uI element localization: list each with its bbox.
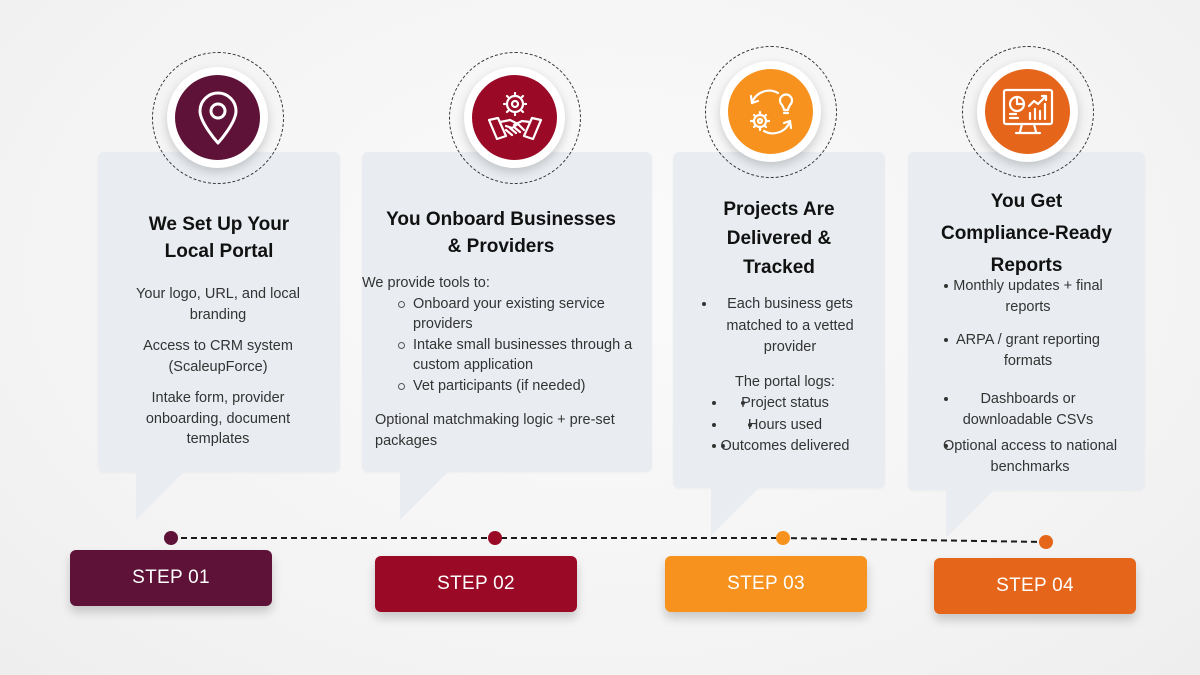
step-1-button[interactable]: STEP 01 [70, 550, 272, 606]
step-3-timeline-dot [776, 531, 790, 545]
bullet [702, 302, 706, 306]
step-1-body: Your logo, URL, and local branding Acces… [118, 284, 318, 450]
monitor-report-icon [1002, 88, 1053, 134]
step-3-list: Project status Hours used Outcomes deliv… [690, 393, 880, 458]
step-2-item: Onboard your existing service providers [398, 294, 647, 335]
step-2-timeline-dot [488, 531, 502, 545]
step-2-outro: Optional matchmaking logic + pre-set pac… [375, 412, 615, 449]
step-1-icon-circle [175, 75, 260, 160]
step-1-card [98, 152, 340, 472]
map-pin-icon [198, 91, 237, 144]
step-4-item: Dashboards or downloadable CSVs [938, 389, 1118, 430]
step-1-timeline-dot [164, 531, 178, 545]
step-3-icon-circle [728, 69, 813, 154]
step-2-icon-disc [464, 67, 565, 168]
step-3-item: Project status [690, 393, 880, 415]
gear-bulb-cycle-icon [749, 89, 793, 134]
handshake-gear-icon [487, 91, 542, 140]
step-3-item: Outcomes delivered [690, 436, 880, 458]
step-3-item: Hours used [690, 415, 880, 437]
step-3-card-tail [711, 488, 759, 536]
step-3-sub-intro: The portal logs: [735, 373, 835, 390]
step-3-lead-item: Each business gets matched to a vetted p… [690, 294, 880, 359]
step-1-item: Intake form, provider onboarding, docume… [145, 390, 291, 447]
step-3-icon-ring [705, 46, 837, 178]
step-2-body: We provide tools to: Onboard your existi… [362, 273, 647, 451]
step-4-timeline-dot [1039, 535, 1053, 549]
step-4-body: Monthly updates + final reports ARPA / g… [928, 276, 1136, 477]
step-3-icon-disc [720, 61, 821, 162]
step-2-item: Intake small businesses through a custom… [398, 335, 647, 376]
step-1-card-tail [136, 472, 184, 520]
step-2-item: Vet participants (if needed) [398, 376, 647, 397]
step-4-icon-circle [985, 69, 1070, 154]
step-4-item: Optional access to national benchmarks [942, 438, 1118, 475]
step-4-button[interactable]: STEP 04 [934, 558, 1136, 614]
step-3-card [673, 152, 885, 488]
step-3-button[interactable]: STEP 03 [665, 556, 867, 612]
step-1-item: Access to CRM system (ScaleupForce) [143, 338, 293, 375]
step-4-item: Monthly updates + final reports [938, 276, 1118, 317]
step-4-icon-ring [962, 46, 1094, 178]
step-2-card [362, 152, 652, 472]
step-4-item: ARPA / grant reporting formats [938, 330, 1118, 371]
timeline-dashed-line [171, 537, 1047, 543]
step-4-card-tail [946, 490, 994, 538]
step-4-icon-disc [977, 61, 1078, 162]
step-2-list: Onboard your existing service providers … [398, 294, 647, 397]
step-2-title: You Onboard Businesses& Providers [386, 209, 616, 257]
step-2-button[interactable]: STEP 02 [375, 556, 577, 612]
step-4-card [908, 152, 1145, 490]
step-2-card-tail [400, 472, 448, 520]
step-1-icon-ring [152, 52, 284, 184]
step-2-intro: We provide tools to: [362, 275, 490, 291]
step-1-icon-disc [167, 67, 268, 168]
step-2-icon-circle [472, 75, 557, 160]
step-3-body: Each business gets matched to a vetted p… [690, 294, 880, 458]
step-2-icon-ring [449, 52, 581, 184]
step-1-item: Your logo, URL, and local branding [136, 286, 300, 323]
